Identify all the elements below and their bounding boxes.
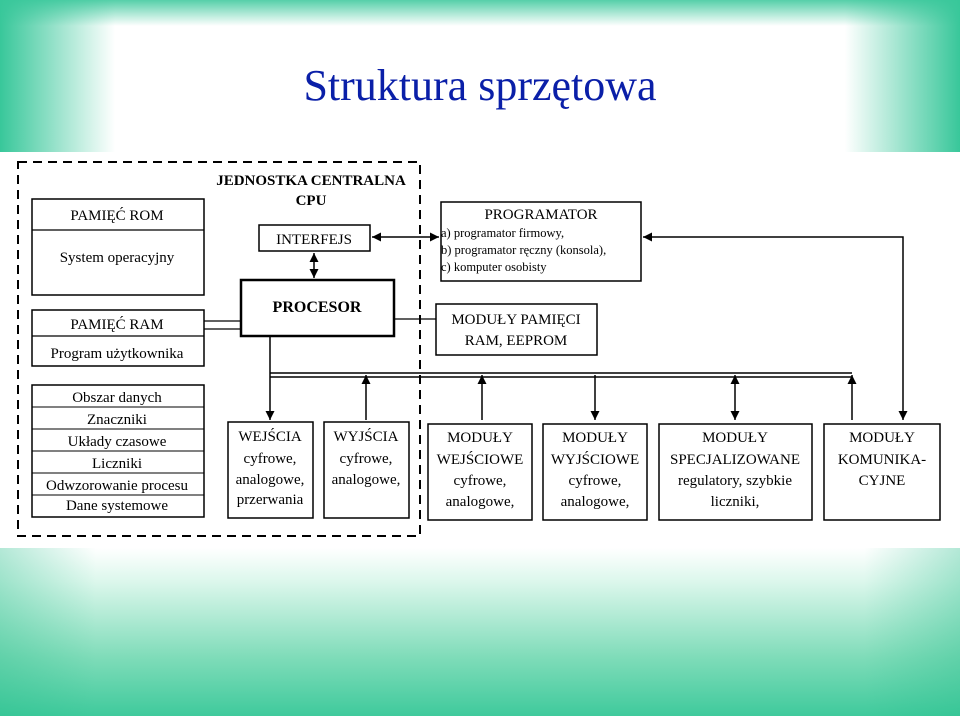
programmer-item: b) programator ręczny (konsola), <box>441 243 606 257</box>
memory-modules-line2: RAM, EEPROM <box>465 333 568 349</box>
outputs-title: WYJŚCIA <box>333 428 398 445</box>
ram-block: PAMIĘĆ RAM Program użytkownika <box>31 309 205 367</box>
programmer-item: c) komputer osobisty <box>441 260 547 274</box>
diagram-svg: JEDNOSTKA CENTRALNA CPU PAMIĘĆ ROM Syste… <box>17 161 941 537</box>
programmer-communication-link <box>643 232 908 420</box>
inputs-title: WEJŚCIA <box>238 428 302 445</box>
ram-area-item: Znaczniki <box>87 412 147 428</box>
module-line: WEJŚCIOWE <box>437 451 524 468</box>
communication-modules-block: MODUŁY KOMUNIKA- CYJNE <box>823 423 941 521</box>
ram-area-item: Liczniki <box>92 456 142 472</box>
output-modules-block: MODUŁY WYJŚCIOWE cyfrowe, analogowe, <box>542 423 648 521</box>
module-line: analogowe, <box>446 494 515 510</box>
module-line: WYJŚCIOWE <box>551 451 639 468</box>
ram-area-item: Obszar danych <box>72 390 162 406</box>
module-line: KOMUNIKA- <box>838 452 926 468</box>
memory-modules-line1: MODUŁY PAMIĘCI <box>451 312 580 328</box>
inputs-line: przerwania <box>237 492 304 508</box>
special-modules-block: MODUŁY SPECJALIZOWANE regulatory, szybki… <box>658 423 813 521</box>
module-line: cyfrowe, <box>454 473 507 489</box>
outputs-line: analogowe, <box>332 472 401 488</box>
hardware-diagram: JEDNOSTKA CENTRALNA CPU PAMIĘĆ ROM Syste… <box>0 152 960 548</box>
header-gradient-edge <box>0 0 960 152</box>
module-line: cyfrowe, <box>569 473 622 489</box>
programmer-title: PROGRAMATOR <box>484 207 597 223</box>
module-line: liczniki, <box>711 494 760 510</box>
outputs-block: WYJŚCIA cyfrowe, analogowe, <box>323 421 410 519</box>
cpu-boundary <box>17 161 421 537</box>
outputs-line: cyfrowe, <box>340 451 393 467</box>
inputs-line: analogowe, <box>236 472 305 488</box>
module-line: MODUŁY <box>849 430 915 446</box>
slide-title: Struktura sprzętowa <box>303 61 657 110</box>
programmer-item: a) programator firmowy, <box>441 226 564 240</box>
rom-content: System operacyjny <box>60 250 175 266</box>
ram-area-item: Odwzorowanie procesu <box>46 478 189 494</box>
module-line: MODUŁY <box>447 430 513 446</box>
cpu-title-line1: JEDNOSTKA CENTRALNA <box>216 173 406 189</box>
ram-area-item: Dane systemowe <box>66 498 168 514</box>
module-line: MODUŁY <box>562 430 628 446</box>
inputs-line: cyfrowe, <box>244 451 297 467</box>
processor-label: PROCESOR <box>273 299 362 316</box>
footer-background <box>0 548 960 716</box>
cpu-title-line2: CPU <box>296 193 327 209</box>
rom-title: PAMIĘĆ ROM <box>70 207 163 224</box>
programmer-block: PROGRAMATOR a) programator firmowy, b) p… <box>440 201 642 282</box>
interface-label: INTERFEJS <box>276 232 352 248</box>
module-line: analogowe, <box>561 494 630 510</box>
ram-areas-table: Obszar danych Znaczniki Układy czasowe L… <box>31 384 205 518</box>
ram-area-item: Układy czasowe <box>68 434 167 450</box>
ram-title: PAMIĘĆ RAM <box>70 316 163 333</box>
module-line: SPECJALIZOWANE <box>670 452 800 468</box>
footer-gradient-side <box>0 548 960 716</box>
module-line: MODUŁY <box>702 430 768 446</box>
input-modules-block: MODUŁY WEJŚCIOWE cyfrowe, analogowe, <box>427 423 533 521</box>
memory-modules-block: MODUŁY PAMIĘCI RAM, EEPROM <box>435 303 598 356</box>
interface-block: INTERFEJS <box>258 224 371 252</box>
module-line: regulatory, szybkie <box>678 473 792 489</box>
module-line: CYJNE <box>859 473 906 489</box>
processor-block: PROCESOR <box>239 278 396 338</box>
rom-block: PAMIĘĆ ROM System operacyjny <box>31 198 205 296</box>
ram-content: Program użytkownika <box>51 346 184 362</box>
inputs-block: WEJŚCIA cyfrowe, analogowe, przerwania <box>227 421 314 519</box>
